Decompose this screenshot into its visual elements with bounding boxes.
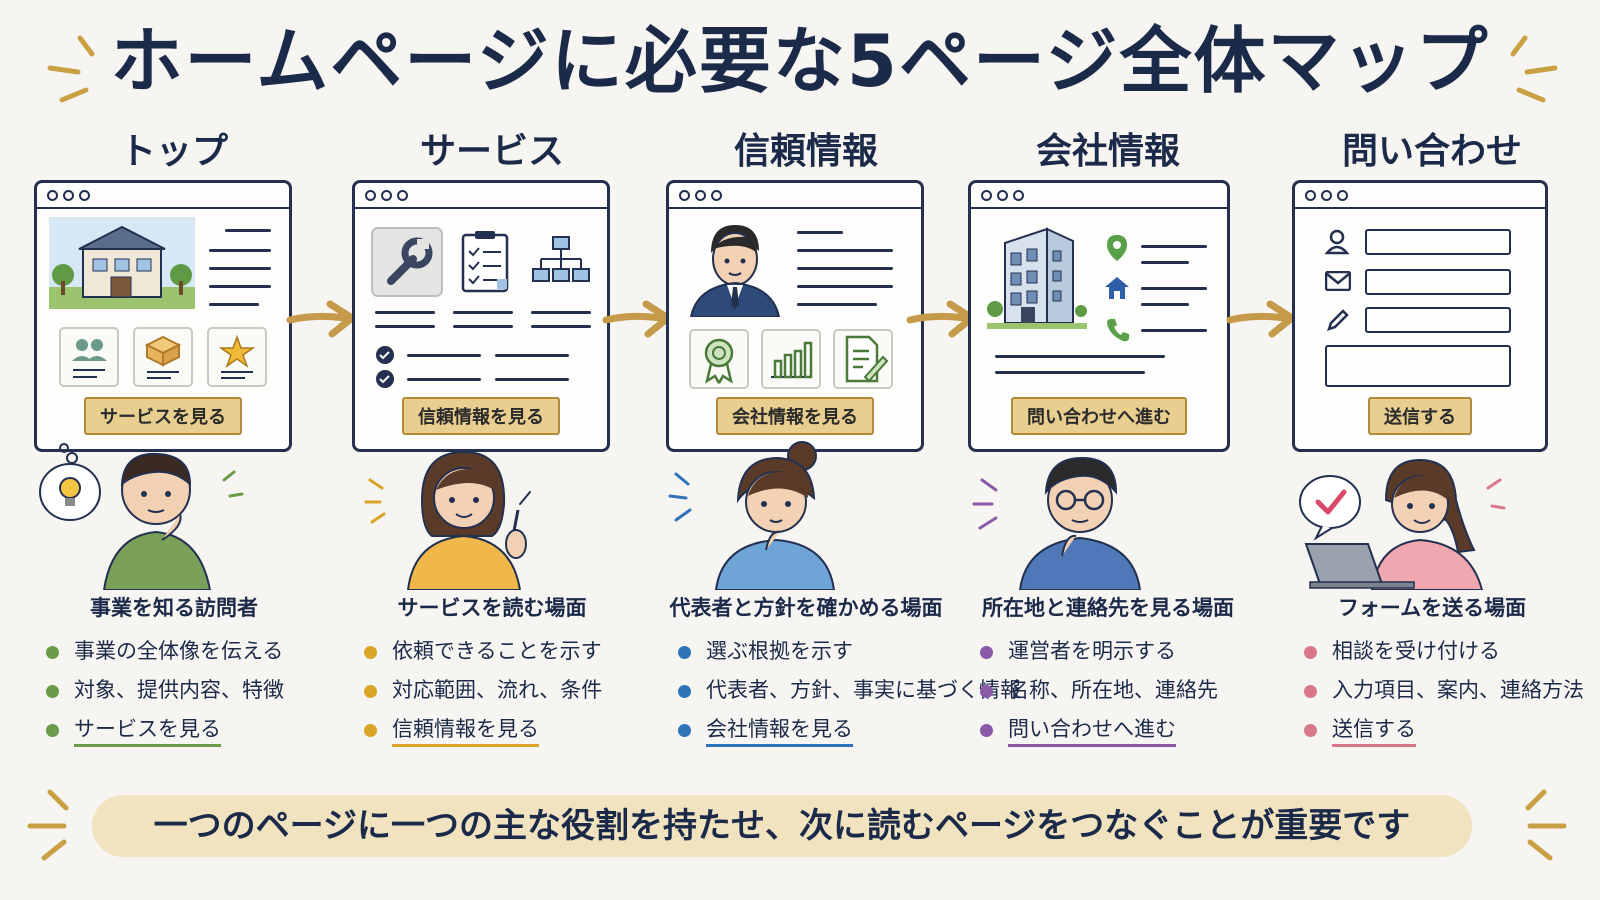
submit-link[interactable]: 送信する <box>1302 714 1592 753</box>
list-item: 運営者を明示する <box>978 636 1268 675</box>
page-label: サービス <box>419 131 564 172</box>
next-page-link[interactable]: 問い合わせへ進む <box>978 714 1268 753</box>
footer-right-rays <box>1525 789 1567 861</box>
footer-message: 一つのページに一つの主な役割を持たせ、次に読むページをつなぐことが重要です <box>153 806 1411 846</box>
list-item: 対応範囲、流れ、条件 <box>362 675 652 714</box>
browser-window-top: サービスを見る <box>34 180 292 452</box>
scene-caption: 代表者と方針を確かめる場面 <box>669 596 943 620</box>
scene-caption: サービスを読む場面 <box>397 596 587 620</box>
user-icon <box>1325 229 1349 255</box>
submit-button[interactable]: 送信する <box>1368 397 1472 435</box>
cta-button[interactable]: 会社情報を見る <box>716 397 874 435</box>
bullet-list: 運営者を明示する 名称、所在地、連絡先 問い合わせへ進む <box>978 636 1268 753</box>
bar-chart-icon <box>761 329 821 389</box>
people-icon <box>59 327 119 387</box>
list-item: 代表者、方針、事実に基づく情報 <box>676 675 1021 714</box>
page-column-trust: 信頼情報 <box>656 0 1021 800</box>
email-field[interactable] <box>1365 269 1511 295</box>
box-icon <box>133 327 193 387</box>
message-textarea[interactable] <box>1325 345 1511 387</box>
representative-icon <box>689 225 781 317</box>
cta-button[interactable]: 信頼情報を見る <box>402 397 560 435</box>
document-edit-icon <box>833 329 893 389</box>
page-column-service: サービス 信頼情報を見る <box>342 0 642 800</box>
list-item: 依頼できることを示す <box>362 636 652 675</box>
browser-window-service: 信頼情報を見る <box>352 180 610 452</box>
wrench-icon <box>371 227 443 297</box>
clipboard-icon <box>461 231 509 293</box>
title-left-rays <box>47 35 95 103</box>
subject-field[interactable] <box>1365 307 1511 333</box>
list-item: 事業の全体像を伝える <box>44 636 334 675</box>
bullet-list: 相談を受け付ける 入力項目、案内、連絡方法 送信する <box>1302 636 1592 753</box>
check-icon <box>376 346 394 364</box>
page-label: トップ <box>119 131 228 172</box>
star-icon <box>207 327 267 387</box>
pencil-icon <box>1327 309 1349 331</box>
woman-laptop-illustration <box>1299 458 1506 590</box>
man-glasses-thinking-illustration <box>972 456 1142 590</box>
footer-banner <box>92 795 1472 857</box>
bullet-list: 選ぶ根拠を示す 代表者、方針、事実に基づく情報 会社情報を見る <box>676 636 1021 753</box>
next-page-link[interactable]: 信頼情報を見る <box>362 714 652 753</box>
browser-window-company: 問い合わせへ進む <box>968 180 1230 452</box>
office-building-icon <box>987 227 1087 329</box>
list-item: 相談を受け付ける <box>1302 636 1592 675</box>
home-icon <box>1105 277 1129 299</box>
check-icon <box>376 370 394 388</box>
page-label: 問い合わせ <box>1341 131 1522 172</box>
scene-caption: 事業を知る訪問者 <box>90 596 258 620</box>
flowchart-icon <box>532 236 590 282</box>
page-column-contact: 問い合わせ 送信する フォームを送る場面 相談を受け付ける 入力項目、案内、連絡… <box>1282 0 1584 800</box>
cta-button[interactable]: 問い合わせへ進む <box>1011 397 1187 435</box>
cta-button[interactable]: サービスを見る <box>84 397 242 435</box>
page-label: 信頼情報 <box>733 131 878 172</box>
browser-window-trust: 会社情報を見る <box>666 180 924 452</box>
next-page-link[interactable]: サービスを見る <box>44 714 334 753</box>
award-icon <box>689 329 749 389</box>
page-column-company: 会社情報 問い合わせへ進む <box>958 0 1258 800</box>
next-page-link[interactable]: 会社情報を見る <box>676 714 966 753</box>
name-field[interactable] <box>1365 229 1511 255</box>
phone-icon <box>1107 319 1129 342</box>
list-item: 選ぶ根拠を示す <box>676 636 966 675</box>
woman-pointing-illustration <box>364 450 531 590</box>
scene-caption: 所在地と連絡先を見る場面 <box>982 596 1234 620</box>
list-item: 対象、提供内容、特徴 <box>44 675 334 714</box>
bullet-list: 事業の全体像を伝える 対象、提供内容、特徴 サービスを見る <box>44 636 334 753</box>
page-label: 会社情報 <box>1035 131 1180 172</box>
page-column-top: トップ <box>24 0 324 800</box>
list-item: 名称、所在地、連絡先 <box>978 675 1268 714</box>
title-right-rays <box>1510 35 1558 103</box>
woman-thinking-illustration <box>668 441 836 590</box>
footer-left-rays <box>27 789 69 861</box>
mail-icon <box>1325 271 1351 291</box>
house-icon <box>49 217 195 309</box>
visitor-thinking-illustration <box>39 443 244 590</box>
browser-window-contact: 送信する <box>1292 180 1548 452</box>
list-item: 入力項目、案内、連絡方法 <box>1302 675 1592 714</box>
bullet-list: 依頼できることを示す 対応範囲、流れ、条件 信頼情報を見る <box>362 636 652 753</box>
map-pin-icon <box>1107 235 1127 261</box>
scene-caption: フォームを送る場面 <box>1337 596 1527 620</box>
page-title: ホームページに必要な5ページ全体マップ <box>110 19 1490 103</box>
